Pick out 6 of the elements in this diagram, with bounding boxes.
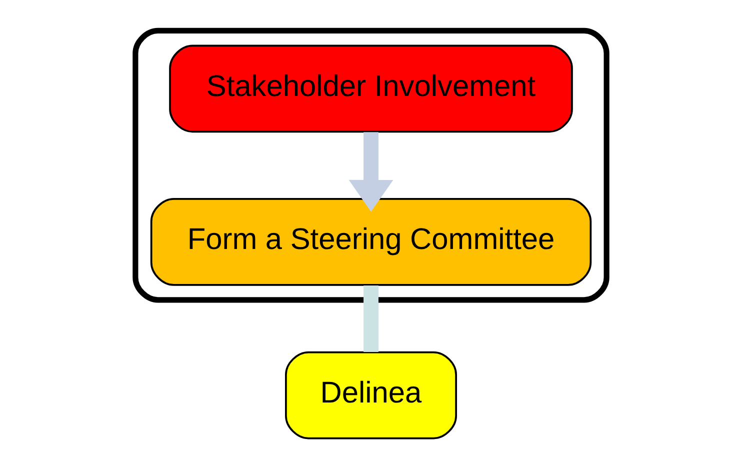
cluster	[132, 28, 610, 303]
arrow	[348, 132, 394, 212]
connector	[364, 285, 378, 352]
node-box: Stakeholder Involvement	[169, 44, 573, 133]
node-box: Form a Steering Committee	[150, 198, 592, 286]
node-box: Delinea	[285, 351, 457, 440]
